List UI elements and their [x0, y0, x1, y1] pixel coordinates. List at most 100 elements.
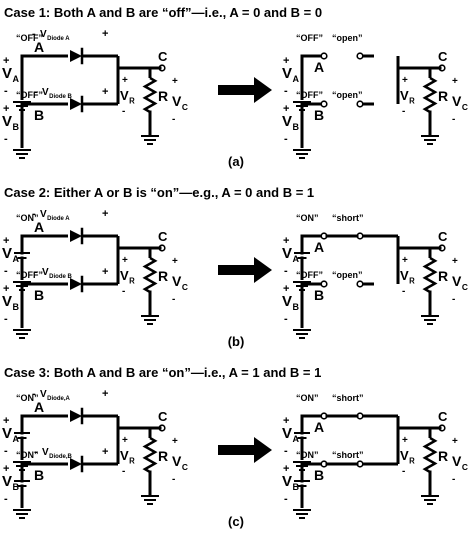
- plus-sign: +: [102, 28, 108, 40]
- plus-sign: +: [283, 235, 289, 247]
- voltage-label-main: V: [2, 65, 12, 82]
- diode-a: [70, 227, 84, 245]
- resistor: [422, 76, 438, 114]
- diode-triangle: [70, 50, 82, 62]
- resistor-label: R: [438, 268, 448, 284]
- switch-a-state: “short”: [332, 393, 364, 403]
- resistor-label: R: [158, 88, 168, 104]
- plus-sign: +: [122, 255, 128, 266]
- plus-sign: +: [122, 435, 128, 446]
- voltage-label-main: V: [2, 473, 12, 490]
- plus-sign: +: [452, 256, 458, 267]
- minus-sign: -: [32, 388, 36, 400]
- voltage-label-main: V: [282, 293, 292, 310]
- resistor: [142, 436, 158, 474]
- v-r-sub: R: [129, 277, 135, 286]
- input-a-state: “ON”: [296, 393, 319, 403]
- v-c-main: V: [172, 453, 182, 469]
- diode-b-voltage-label-main: V: [42, 87, 49, 98]
- switch-b-terminal-2: [356, 100, 364, 108]
- v-r-main: V: [400, 268, 409, 283]
- minus-sign: -: [4, 313, 8, 325]
- diode-a-voltage-label-sub: Diode,A: [47, 396, 70, 402]
- minus-sign: -: [172, 114, 175, 125]
- minus-sign: -: [452, 114, 455, 125]
- minus-sign: -: [284, 493, 288, 505]
- voltage-label-main: V: [2, 245, 12, 262]
- resistor-ground: [421, 135, 439, 145]
- plus-sign: +: [102, 266, 108, 278]
- node-b-label: B: [34, 107, 44, 123]
- diode-triangle: [70, 278, 82, 290]
- input-b-state: “OFF”: [296, 90, 323, 100]
- case-1-heading: Case 1: Both A and B are “off”—i.e., A =…: [4, 5, 322, 20]
- voltage-label-sub: A: [13, 254, 20, 264]
- b-wire: [20, 102, 44, 148]
- case-2-heading: Case 2: Either A or B is “on”—e.g., A = …: [4, 185, 314, 200]
- v-c-sub: C: [182, 282, 188, 292]
- node-c-label: C: [158, 409, 168, 424]
- v-r-sub: R: [409, 277, 415, 286]
- node-a-label: A: [314, 419, 324, 435]
- node-a-label: A: [34, 219, 44, 235]
- diode-triangle: [70, 230, 82, 242]
- diode-a-voltage-label-sub: Diode A: [47, 36, 70, 42]
- input-wire: [300, 102, 321, 148]
- plus-sign: +: [102, 86, 108, 98]
- resistor-zigzag: [142, 436, 158, 474]
- arrow-shape: [218, 257, 272, 283]
- resistor-zigzag: [422, 76, 438, 114]
- plus-sign: +: [283, 463, 289, 475]
- voltage-label-sub: A: [13, 434, 20, 444]
- case-3-caption: (c): [228, 514, 244, 529]
- source-a-battery: [14, 238, 30, 274]
- diode-triangle: [70, 98, 82, 110]
- minus-sign: -: [284, 85, 288, 97]
- v-c-sub: C: [462, 282, 468, 292]
- resistor-ground: [141, 135, 159, 145]
- diode-b-voltage-label-sub: Diode B: [49, 94, 72, 100]
- plus-sign: +: [3, 55, 9, 67]
- switch-b-state: “short”: [332, 450, 364, 460]
- voltage-label-sub: B: [293, 122, 300, 132]
- resistor: [422, 436, 438, 474]
- source-top: [300, 234, 321, 240]
- input-wire: [300, 282, 321, 328]
- plus-sign: +: [3, 283, 9, 295]
- node-c-label: C: [438, 409, 448, 424]
- resistor: [422, 256, 438, 294]
- voltage-label-main: V: [282, 473, 292, 490]
- node-a-label: A: [314, 59, 324, 75]
- plus-sign: +: [283, 55, 289, 67]
- voltage-label-main: V: [2, 425, 12, 442]
- resistor-zigzag: [142, 256, 158, 294]
- minus-sign: -: [122, 286, 125, 297]
- diode-a-voltage-label-main: V: [40, 389, 47, 400]
- plus-sign: +: [3, 235, 9, 247]
- resistor-ground: [421, 495, 439, 505]
- node-a-label: A: [34, 399, 44, 415]
